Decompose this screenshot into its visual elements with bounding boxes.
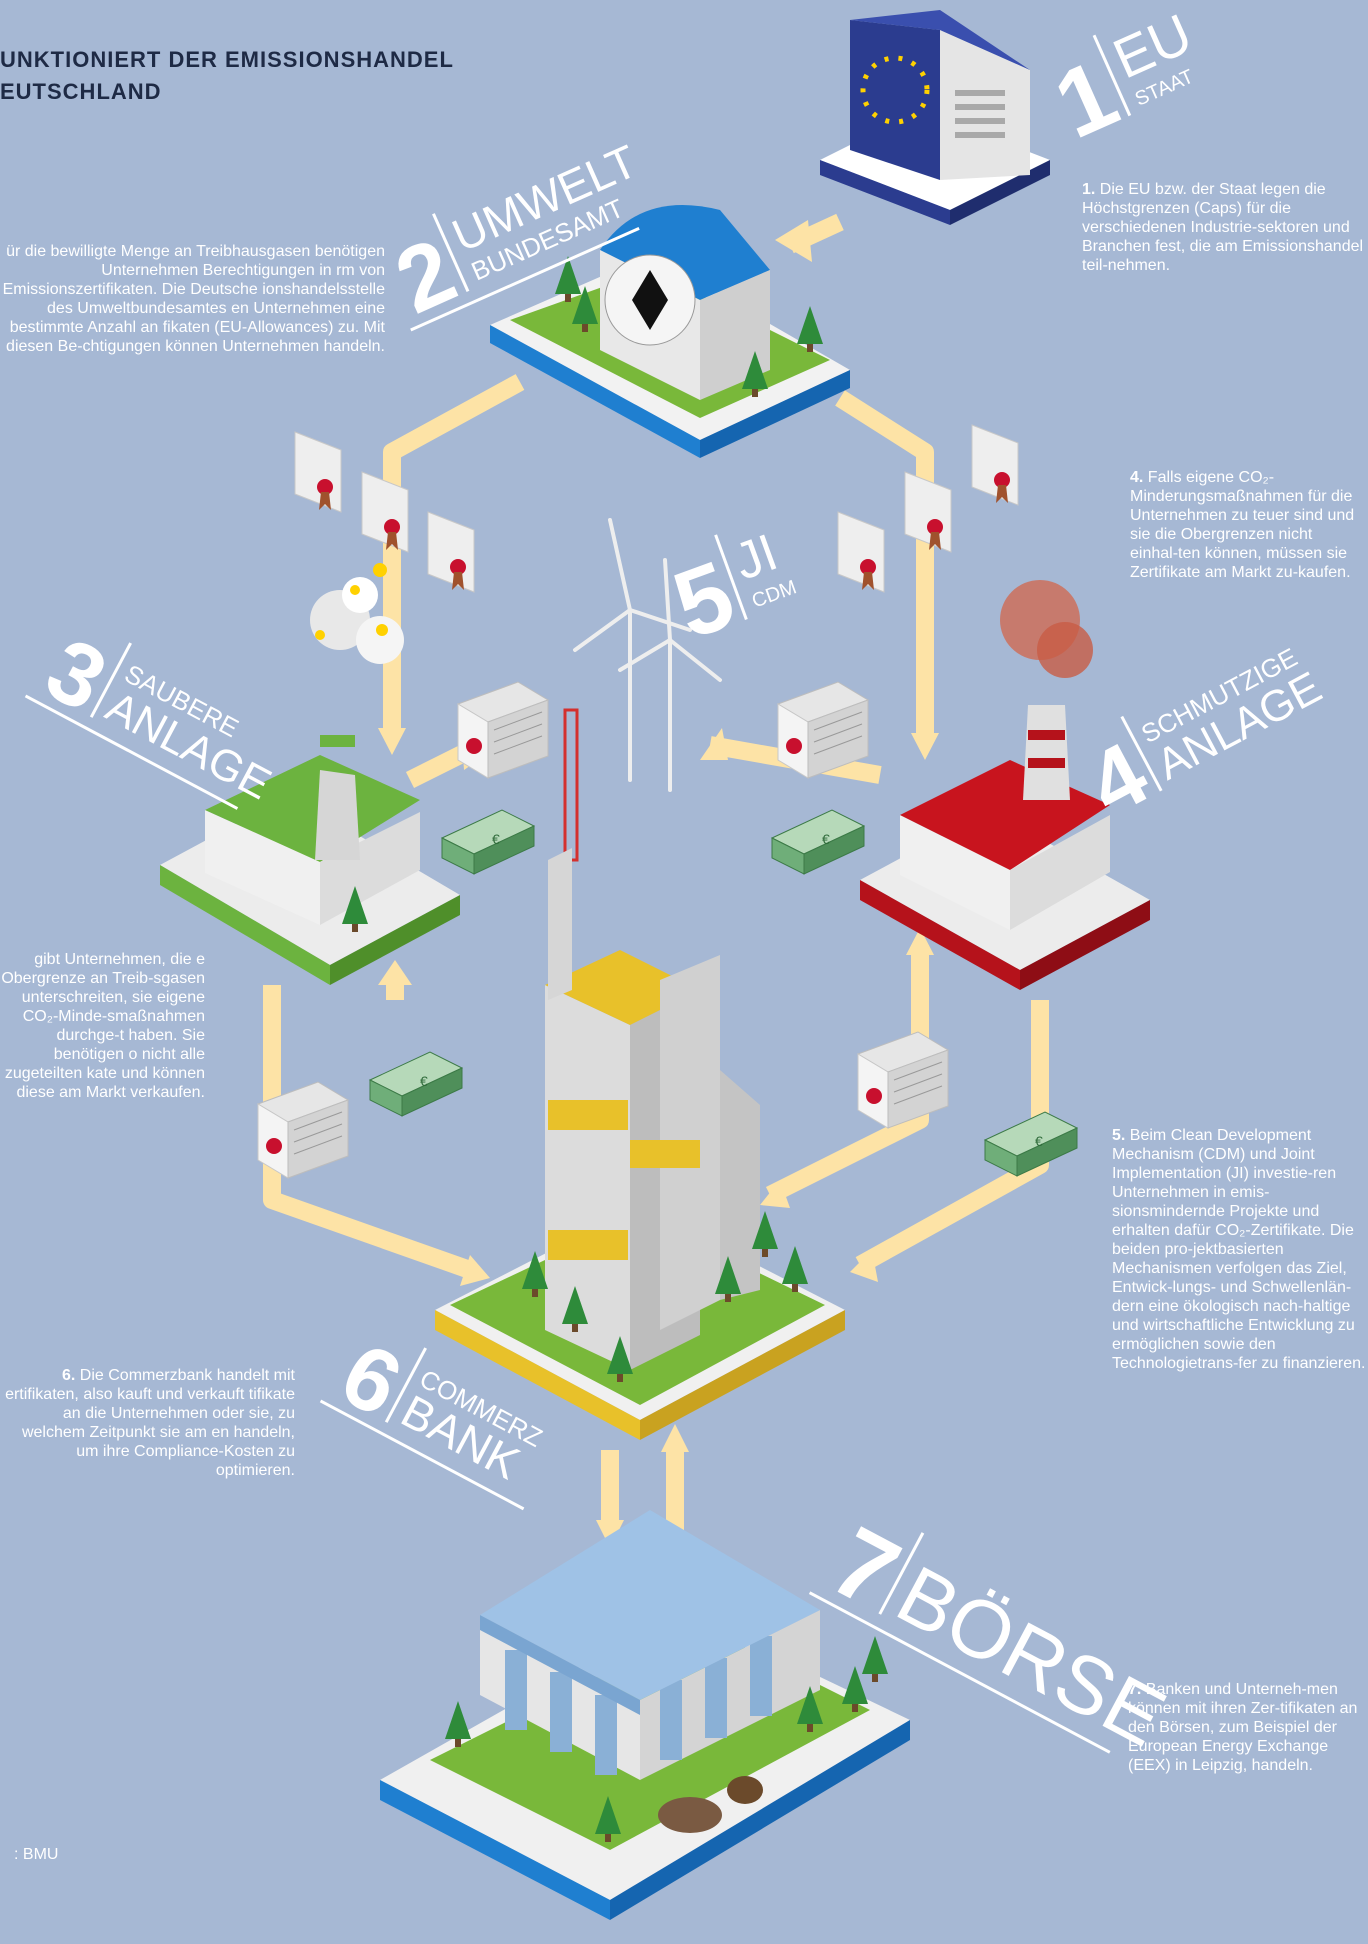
page-title: UNKTIONIERT DER EMISSIONSHANDEL EUTSCHLA… [0,44,520,108]
text-step-2: ür die bewilligte Menge an Treibhausgase… [0,242,385,356]
arrow-heads [378,220,939,1548]
source-note: : BMU [14,1846,59,1863]
text-step-7-body: Banken und Unterneh-men können mit ihren… [1128,1681,1358,1774]
dirty-plant [860,580,1150,990]
commerzbank-tower [435,848,845,1440]
uba-building [490,205,850,458]
text-step-7-number: 7. [1128,1681,1142,1698]
arrow-uba-to-dirty [835,390,934,735]
text-step-5-number: 5. [1112,1127,1126,1144]
text-step-1-number: 1. [1082,181,1096,198]
text-step-2-body: ür die bewilligte Menge an Treibhausgase… [2,243,385,355]
label-3-clean: 3 SAUBERE ANLAGE [24,619,279,810]
text-step-1: 1. Die EU bzw. der Staat legen die Höchs… [1082,180,1364,275]
text-step-4: 4. Falls eigene CO₂-Minderungsmaßnahmen … [1130,468,1355,582]
text-step-5-body: Beim Clean Development Mechanism (CDM) u… [1112,1127,1366,1372]
text-step-4-body: Falls eigene CO₂-Minderungsmaßnahmen für… [1130,469,1355,581]
text-step-4-number: 4. [1130,469,1144,486]
title-line-2: EUTSCHLAND [0,79,162,104]
arrow-bank-to-dirty [765,945,929,1204]
stock-exchange [380,1510,910,1920]
label-1-eu: 1 EU STAAT [1040,1,1201,159]
sun-bursts [315,563,388,640]
clean-plant [160,577,460,985]
text-step-7: 7. Banken und Unterneh-men können mit ih… [1128,1680,1364,1775]
title-line-1: UNKTIONIERT DER EMISSIONSHANDEL [0,47,454,72]
text-step-3: gibt Unternehmen, die e Obergrenze an Tr… [0,950,205,1102]
wind-turbines [573,518,722,792]
label-4-dirty: 4 SCHMUTZIGE ANLAGE [1072,642,1329,836]
eu-building [820,10,1050,225]
arrow-clean-to-bank-b [263,985,473,1279]
arrowhead-1 [775,220,812,262]
text-step-6-number: 6. [62,1367,76,1384]
label-5-ji-cdm: 5 JI CDM [661,523,800,659]
text-step-1-body: Die EU bzw. der Staat legen die Höchstgr… [1082,181,1364,274]
text-step-6: 6. Die Commerzbank handelt mit ertifikat… [0,1366,295,1480]
text-step-5: 5. Beim Clean Development Mechanism (CDM… [1112,1126,1366,1373]
text-step-3-body: gibt Unternehmen, die e Obergrenze an Tr… [1,951,205,1101]
crane [563,708,579,862]
text-step-6-body: Die Commerzbank handelt mit ertifikaten,… [5,1367,295,1479]
